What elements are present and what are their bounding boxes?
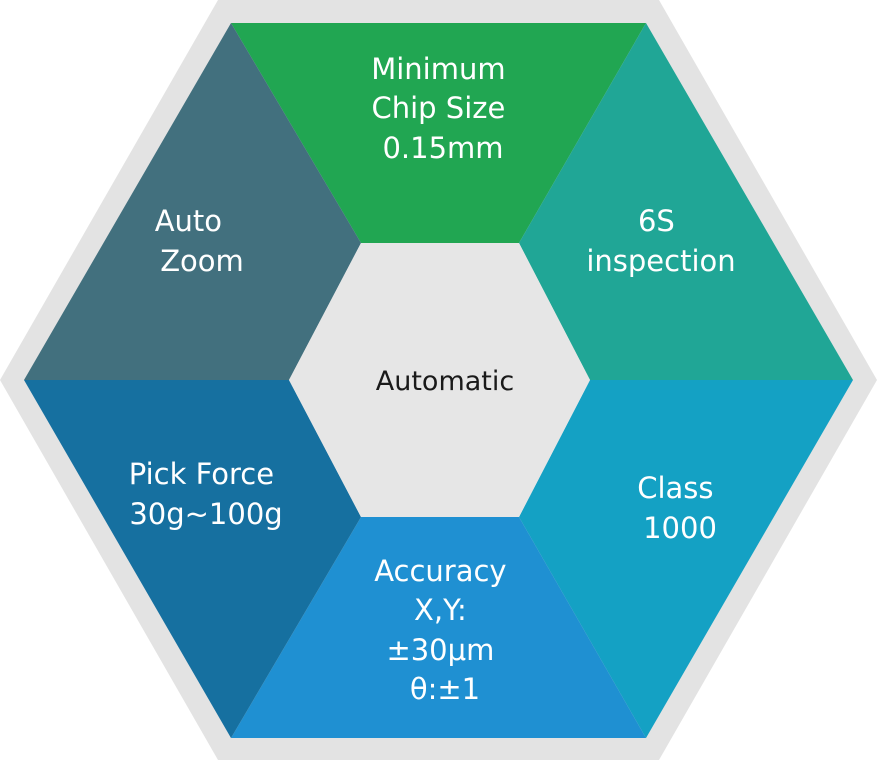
- segment-lower-left: [24, 380, 361, 738]
- label-lower-left-line-2: 30g~100g: [129, 497, 282, 531]
- label-lower-right-line-1: Class: [637, 471, 713, 505]
- center-label: Automatic: [376, 366, 514, 397]
- segment-bottom: [231, 517, 646, 738]
- label-upper-left-line-2: Zoom: [160, 244, 244, 278]
- segment-lower-right: [519, 380, 853, 738]
- center-hexagon: [289, 243, 590, 517]
- label-lower-right-line-2: 1000: [643, 511, 717, 545]
- label-lower-right: Class 1000: [637, 471, 723, 545]
- label-upper-left: Auto Zoom: [155, 204, 244, 278]
- label-upper-left-line-1: Auto: [155, 204, 222, 238]
- label-bottom-line-2: X,Y:: [414, 593, 467, 627]
- label-lower-left-line-1: Pick Force: [129, 457, 274, 491]
- label-top-line-1: Minimum: [371, 52, 505, 86]
- segment-top: [231, 23, 646, 243]
- label-top: Minimum Chip Size 0.15mm: [371, 52, 515, 165]
- segment-upper-left: [24, 23, 361, 380]
- label-top-line-3: 0.15mm: [382, 131, 503, 165]
- label-lower-left: Pick Force 30g~100g: [129, 457, 284, 531]
- label-bottom-line-1: Accuracy: [374, 554, 506, 588]
- segment-upper-right: [519, 23, 853, 380]
- label-upper-right-line-1: 6S: [638, 204, 675, 238]
- label-bottom: Accuracy X,Y: ±30μm θ:±1: [374, 554, 516, 706]
- label-top-line-2: Chip Size: [371, 91, 505, 125]
- label-bottom-line-4: θ:±1: [410, 672, 480, 706]
- label-upper-right-line-2: inspection: [586, 244, 735, 278]
- label-upper-right: 6S inspection: [586, 204, 735, 278]
- label-bottom-line-3: ±30μm: [386, 633, 494, 667]
